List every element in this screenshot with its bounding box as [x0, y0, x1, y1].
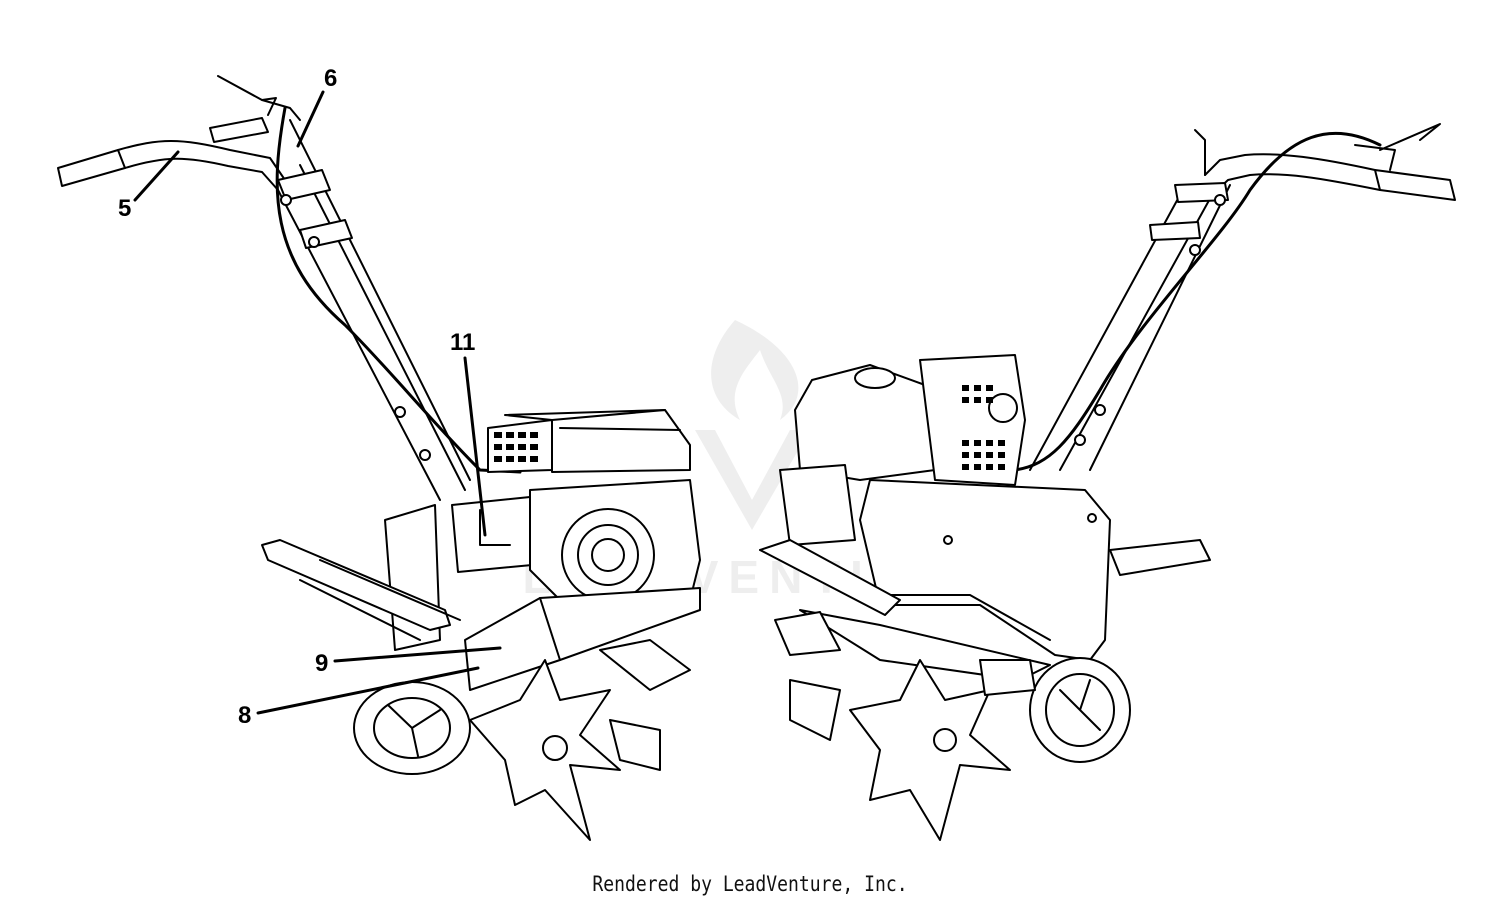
callout-8-label: 8	[238, 702, 251, 729]
callout-11-label: 11	[450, 329, 475, 356]
right-tiller-illustration	[759, 123, 1456, 841]
callout-9-label: 9	[315, 650, 328, 677]
callout-5: 5	[118, 150, 180, 222]
footer-credit: Rendered by LeadVenture, Inc.	[592, 872, 908, 896]
callout-5-label: 5	[118, 195, 131, 222]
left-tiller-illustration	[57, 75, 701, 841]
callout-6: 6	[296, 65, 337, 148]
callout-11: 11	[450, 329, 487, 537]
callout-8: 8	[238, 666, 480, 729]
callout-9: 9	[315, 646, 502, 677]
callout-6-label: 6	[324, 65, 337, 92]
